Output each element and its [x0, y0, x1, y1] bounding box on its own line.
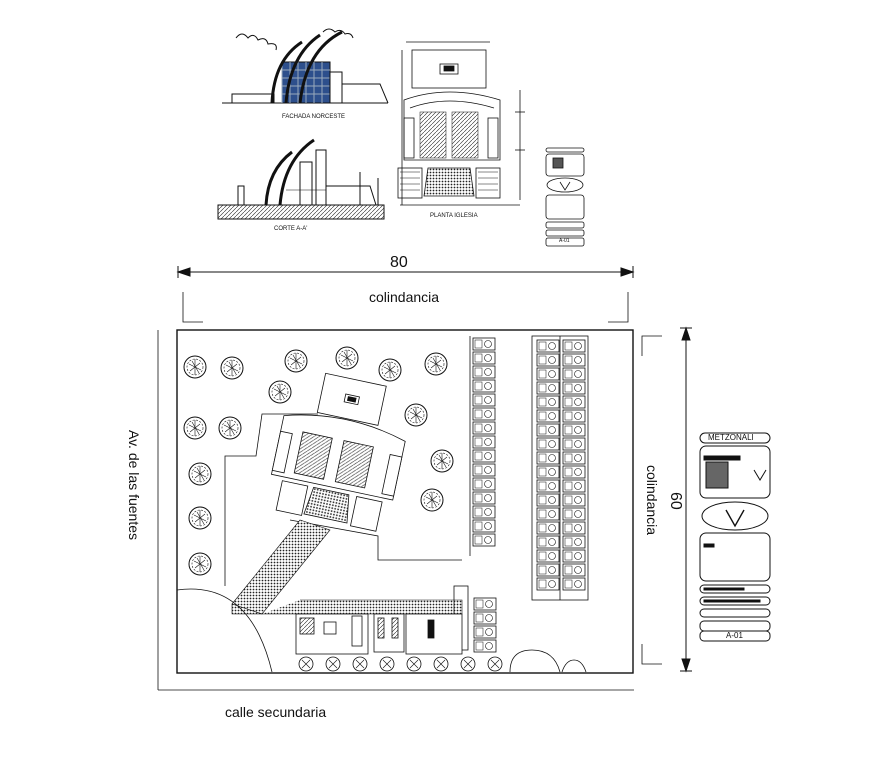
section-view: [217, 138, 385, 220]
right-boundary-bracket: [641, 335, 662, 665]
top-boundary-label: colindancia: [369, 289, 440, 305]
company-name: METZONALI: [708, 433, 754, 442]
right-boundary-label: colindancia: [644, 465, 660, 536]
service-buildings: [295, 613, 463, 655]
gate: [509, 649, 587, 673]
section-title: CORTE A-A': [274, 226, 308, 232]
street-label: calle secundaria: [225, 704, 327, 720]
title-block: [699, 432, 771, 642]
right-dimension-value: 60: [667, 492, 684, 510]
floor-plan-title: PLANTA IGLESIA: [430, 213, 478, 219]
small-sheet-number: A-01: [559, 238, 570, 244]
small-title-block: [545, 147, 585, 247]
top-boundary-bracket: [182, 292, 629, 323]
avenue-label: Av. de las fuentes: [126, 430, 142, 540]
top-dimension-value: 80: [390, 254, 408, 271]
elevation-title: FACHADA NORCESTE: [282, 114, 346, 120]
garden-zone: [224, 413, 318, 586]
right-dimension-line: [680, 326, 692, 673]
church-building: [270, 372, 406, 532]
sheet-number: A-01: [726, 631, 743, 640]
elevation-view: [222, 28, 389, 104]
plaza-arc: [176, 588, 273, 673]
church-floor-plan: [397, 41, 525, 206]
parking-column-left: [469, 336, 496, 556]
parking-column-right: [531, 335, 589, 601]
top-dimension-line: [176, 266, 635, 278]
